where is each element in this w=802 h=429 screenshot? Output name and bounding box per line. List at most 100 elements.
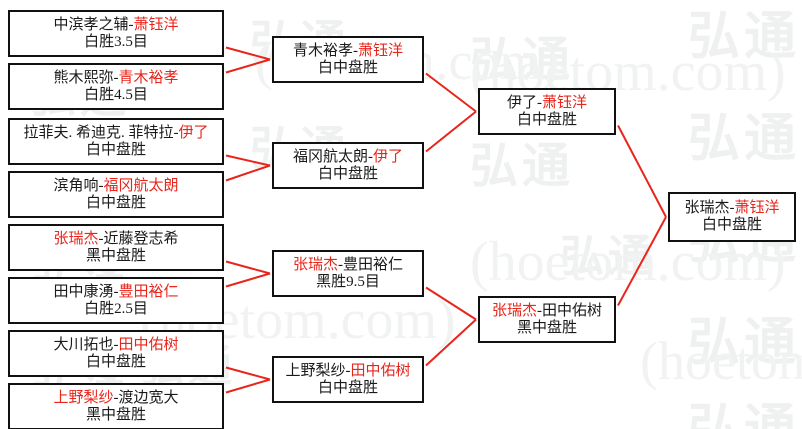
- player-left: 青木裕孝: [292, 42, 353, 59]
- match-result: 黑中盘胜: [516, 319, 577, 336]
- player-left: 张瑞杰: [292, 256, 338, 273]
- match-result: 白胜3.5目: [84, 33, 148, 50]
- bracket-connector: [225, 272, 271, 288]
- vs-separator: -: [353, 42, 358, 59]
- match-pairing: 福冈航太朗-伊了: [293, 149, 403, 166]
- match-pairing: 中滨孝之辅-萧钰洋: [53, 17, 178, 34]
- match-box[interactable]: 大川拓也-田中佑树白中盘胜: [8, 330, 224, 377]
- bracket-connector: [225, 260, 271, 275]
- match-pairing: 伊了-萧钰洋: [507, 95, 587, 112]
- bracket-connector: [225, 58, 271, 74]
- match-pairing: 张瑞杰-田中佑树: [492, 303, 602, 320]
- watermark-cjk: 弘通: [688, 315, 801, 372]
- match-pairing: 张瑞杰-豊田裕仁: [293, 257, 403, 274]
- match-box[interactable]: 张瑞杰-田中佑树黑中盘胜: [478, 296, 616, 343]
- match-result: 白中盘胜: [85, 194, 146, 211]
- match-box[interactable]: 福冈航太朗-伊了白中盘胜: [272, 142, 424, 189]
- bracket-connector: [425, 318, 477, 367]
- player-left: 张瑞杰: [53, 230, 99, 247]
- vs-separator: -: [98, 177, 104, 194]
- vs-separator: -: [729, 200, 735, 217]
- match-result: 白胜4.5目: [84, 86, 148, 103]
- watermark-cjk: 弘通: [688, 9, 801, 66]
- match-box[interactable]: 滨角响-福冈航太朗白中盘胜: [8, 171, 224, 218]
- match-pairing: 熊木熙弥-青木裕孝: [53, 70, 178, 87]
- match-box[interactable]: 田中康湧-豊田裕仁白胜2.5目: [8, 277, 224, 324]
- bracket-connector: [225, 378, 271, 394]
- player-right: 田中佑树: [350, 362, 411, 379]
- vs-separator: -: [537, 94, 542, 111]
- bracket-connector: [617, 125, 667, 218]
- player-left: 张瑞杰: [491, 302, 537, 319]
- bracket-connector: [425, 286, 477, 321]
- bracket-connector: [225, 164, 271, 182]
- player-right: 近藤登志希: [103, 230, 179, 247]
- vs-separator: -: [113, 389, 119, 406]
- player-right: 伊了: [178, 124, 209, 141]
- match-pairing: 青木裕孝-萧钰洋: [293, 43, 403, 60]
- match-pairing: 滨角响-福冈航太朗: [53, 178, 178, 195]
- vs-separator: -: [113, 283, 119, 300]
- player-left: 上野梨纱: [285, 362, 346, 379]
- watermark-cjk: 弘通: [688, 386, 800, 429]
- match-pairing: 上野梨纱-渡边宽大: [53, 390, 178, 407]
- player-left: 滨角响: [53, 177, 99, 194]
- match-box[interactable]: 上野梨纱-渡边宽大黑中盘胜: [8, 383, 224, 429]
- player-left: 拉菲夫. 希迪克. 菲特拉: [23, 124, 174, 141]
- match-result: 白中盘胜: [317, 165, 378, 182]
- player-left: 大川拓也: [53, 336, 114, 353]
- match-result: 白中盘胜: [85, 141, 146, 158]
- match-box[interactable]: 张瑞杰-萧钰洋白中盘胜: [668, 192, 796, 242]
- match-result: 白中盘胜: [85, 353, 146, 370]
- player-right: 福冈航太朗: [103, 177, 179, 194]
- match-pairing: 张瑞杰-萧钰洋: [684, 200, 779, 217]
- match-pairing: 田中康湧-豊田裕仁: [53, 284, 178, 301]
- match-pairing: 上野梨纱-田中佑树: [285, 363, 410, 380]
- player-right: 萧钰洋: [734, 200, 780, 217]
- player-left: 伊了: [506, 94, 537, 111]
- match-result: 白中盘胜: [317, 59, 378, 76]
- match-box[interactable]: 中滨孝之辅-萧钰洋白胜3.5目: [8, 10, 224, 57]
- player-right: 田中佑树: [542, 302, 603, 319]
- vs-separator: -: [345, 362, 351, 379]
- watermark-cjk: 弘通: [560, 232, 656, 281]
- player-right: 豊田裕仁: [343, 256, 404, 273]
- bracket-connector: [425, 72, 477, 113]
- bracket-connector: [225, 154, 271, 167]
- match-box[interactable]: 拉菲夫. 希迪克. 菲特拉-伊了白中盘胜: [8, 118, 224, 165]
- match-result: 黑中盘胜: [85, 406, 146, 423]
- bracket-connector: [425, 110, 477, 153]
- player-left: 田中康湧: [53, 283, 114, 300]
- match-box[interactable]: 熊木熙弥-青木裕孝白胜4.5目: [8, 63, 224, 110]
- match-box[interactable]: 青木裕孝-萧钰洋白中盘胜: [272, 36, 424, 83]
- match-result: 白胜2.5目: [84, 300, 148, 317]
- player-right: 萧钰洋: [133, 16, 179, 33]
- player-right: 萧钰洋: [542, 94, 588, 111]
- match-box[interactable]: 伊了-萧钰洋白中盘胜: [478, 88, 616, 135]
- watermark-cjk: 弘通: [470, 34, 575, 87]
- player-right: 青木裕孝: [118, 69, 179, 86]
- match-box[interactable]: 上野梨纱-田中佑树白中盘胜: [272, 356, 424, 403]
- player-right: 伊了: [373, 148, 404, 165]
- match-result: 白中盘胜: [516, 111, 577, 128]
- match-box[interactable]: 张瑞杰-豊田裕仁黑胜9.5目: [272, 250, 424, 297]
- vs-separator: -: [113, 69, 119, 86]
- match-result: 白中盘胜: [701, 217, 762, 233]
- match-result: 黑中盘胜: [85, 247, 146, 264]
- player-left: 上野梨纱: [53, 389, 114, 406]
- vs-separator: -: [128, 16, 134, 33]
- bracket-connector: [225, 366, 271, 381]
- match-box[interactable]: 张瑞杰-近藤登志希黑中盘胜: [8, 224, 224, 271]
- player-left: 张瑞杰: [684, 200, 730, 217]
- bracket-connector: [617, 216, 667, 306]
- watermark-cjk: 弘通: [688, 111, 801, 168]
- player-right: 豊田裕仁: [118, 283, 179, 300]
- match-result: 黑胜9.5目: [316, 273, 380, 290]
- watermark-cjk: 弘通: [470, 140, 575, 193]
- vs-separator: -: [113, 336, 119, 353]
- vs-separator: -: [368, 148, 373, 165]
- player-left: 福冈航太朗: [292, 148, 368, 165]
- match-result: 白中盘胜: [317, 379, 378, 396]
- vs-separator: -: [338, 256, 343, 273]
- player-left: 熊木熙弥: [53, 69, 114, 86]
